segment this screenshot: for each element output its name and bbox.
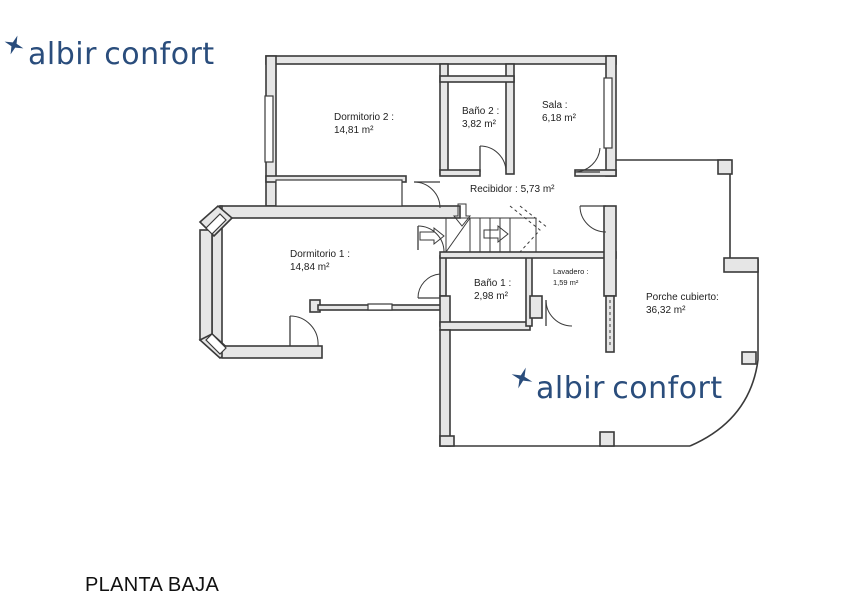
watermark-name-part1: albir	[536, 371, 605, 406]
door-bano2	[479, 145, 507, 173]
star-logo-icon	[4, 35, 24, 55]
door-dorm1-terrace	[289, 315, 319, 347]
wall-dorm1-top	[219, 205, 461, 219]
wall-sala-bottom	[574, 169, 617, 177]
window-dorm1-terrace	[367, 303, 393, 311]
room-label-bano1: Baño 1 :	[474, 278, 511, 289]
room-area-lavadero: 1,59 m²	[553, 278, 579, 287]
room-area-bano2: 3,82 m²	[462, 119, 497, 130]
plan-title: PLANTA BAJA	[85, 574, 220, 596]
room-area-dormitorio2: 14,81 m²	[334, 125, 374, 136]
wall-bano2-right	[505, 63, 515, 175]
room-area-sala: 6,18 m²	[542, 113, 577, 124]
stair-arrow-right-icon-2	[483, 224, 509, 244]
room-area-bano1: 2,98 m²	[474, 291, 509, 302]
wall-bano1-top	[439, 251, 617, 259]
wall-porche-post-br	[741, 351, 757, 365]
wall-porche-post-mid	[599, 431, 615, 447]
brand-name-part1: albir	[28, 37, 97, 72]
wall-lavadero-right	[603, 205, 617, 297]
brand-name-part2: confort	[104, 37, 214, 72]
wall-bano1-left-top	[439, 255, 447, 297]
watermark-name-part2: confort	[612, 371, 722, 406]
door-sala	[574, 147, 601, 173]
wall-bano1-bottom	[439, 321, 531, 331]
door-lavadero	[545, 299, 573, 327]
room-label-dormitorio2: Dormitorio 2 :	[334, 112, 394, 123]
stair-arrow-down-icon	[452, 203, 472, 227]
door-dorm2	[413, 181, 441, 209]
stair-arrow-right-icon	[419, 226, 445, 246]
dorm2-wardrobe	[275, 179, 403, 207]
room-label-bano2: Baño 2 :	[462, 106, 499, 117]
room-label-recibidor: Recibidor : 5,73 m²	[470, 184, 555, 195]
wall-porche-post-r	[723, 257, 759, 273]
window-dorm2	[264, 95, 274, 163]
wall-bano2-top	[439, 75, 515, 83]
room-label-lavadero: Lavadero :	[553, 267, 588, 276]
wall-dorm1-bottom	[221, 345, 323, 359]
door-bano1	[417, 273, 441, 299]
room-label-sala: Sala :	[542, 100, 568, 111]
wall-porche-post-tr	[717, 159, 733, 175]
window-dorm1-top	[205, 213, 227, 235]
star-watermark-icon	[511, 367, 533, 389]
staircase	[419, 203, 549, 253]
door-entrance	[579, 205, 607, 233]
room-label-dormitorio1: Dormitorio 1 :	[290, 249, 350, 260]
wall-porche-post-left	[439, 435, 455, 447]
wall-top	[265, 55, 617, 65]
door-dorm1	[417, 225, 445, 253]
wall-lavadero-stub	[529, 295, 543, 319]
room-area-porche: 36,32 m²	[646, 305, 686, 316]
wall-bay-left	[199, 229, 213, 341]
wall-bano2-bottom	[439, 169, 481, 177]
wall-porche-left	[439, 329, 451, 447]
room-area-dormitorio1: 14,84 m²	[290, 262, 330, 273]
room-label-porche: Porche cubierto:	[646, 292, 719, 303]
window-sala	[603, 77, 613, 149]
window-dorm1-bottom	[205, 333, 227, 355]
